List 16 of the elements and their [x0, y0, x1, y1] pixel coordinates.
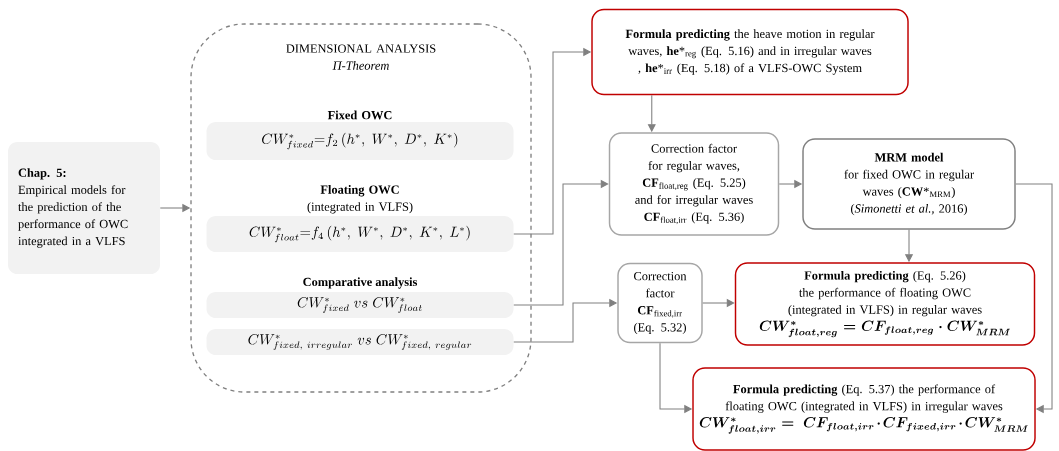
formula-box: Formula predicting the heave motion in regular waves, he*$_{reg}$ (Eq. 5.16) and in irregular waves , he*$_{irr}$ (Eq. 5.18) of a VLFS-OWC System	[591, 8, 909, 96]
formula-box: $CW^{*}_{fixed}{=}f_{2}\,(h^{*},\ W^{*},\ D^{*},\ K^{*})$	[206, 122, 514, 160]
chapter-box: Chap. 5: Empirical models for the prediction of the performance of OWC integrated in a VLFS	[8, 142, 160, 274]
formula-box: Formula predicting (Eq. 5.26) the performance of floating OWC (integrated in VLFS) in regular waves $CW^{*}_{float,reg}=CF_{float,reg}\cdot CW^{*}_{MRM}$	[734, 262, 1036, 346]
formula-box: $CW^{*}_{fixed,\ irregular}\ vs\ CW^{*}_{fixed,\ regular}$	[206, 329, 514, 355]
process-box: Correction factor for regular waves, CF$_{float,reg}$ (Eq. 5.25) and for irregular waves CF$_{float,irr}$ (Eq. 5.36)	[608, 132, 780, 236]
model-box: MRM model for fixed OWC in regular waves (CW*$_{MRM}$) (Simonetti et al., 2016)	[802, 138, 1016, 230]
arrow	[513, 179, 609, 306]
formula-box: $CW^{*}_{fixed}\ vs\ CW^{*}_{float}$	[206, 292, 514, 318]
formula-box: Formula predicting (Eq. 5.37) the performance of floating OWC (integrated in VLFS) in irregular waves $CW^{*}_{float,irr}=\ CF_{float,irr}\cdot CF_{fixed,irr}\cdot CW^{*}_{MRM}$	[692, 367, 1036, 451]
section-heading: Comparative analysis	[303, 277, 418, 289]
formula-box: $CW^{*}_{float}{=}f_{4}\,(h^{*},\ W^{*},\ D^{*},\ K^{*},\ L^{*})$	[206, 216, 514, 252]
box-heading: Floating OWC (integrated in VLFS)	[307, 185, 413, 214]
arrow	[1015, 183, 1053, 414]
box-heading: Fixed OWC	[327, 110, 392, 120]
process-box: Correction factor CF$_{fixed,irr}$ (Eq. 5.32)	[617, 262, 703, 344]
